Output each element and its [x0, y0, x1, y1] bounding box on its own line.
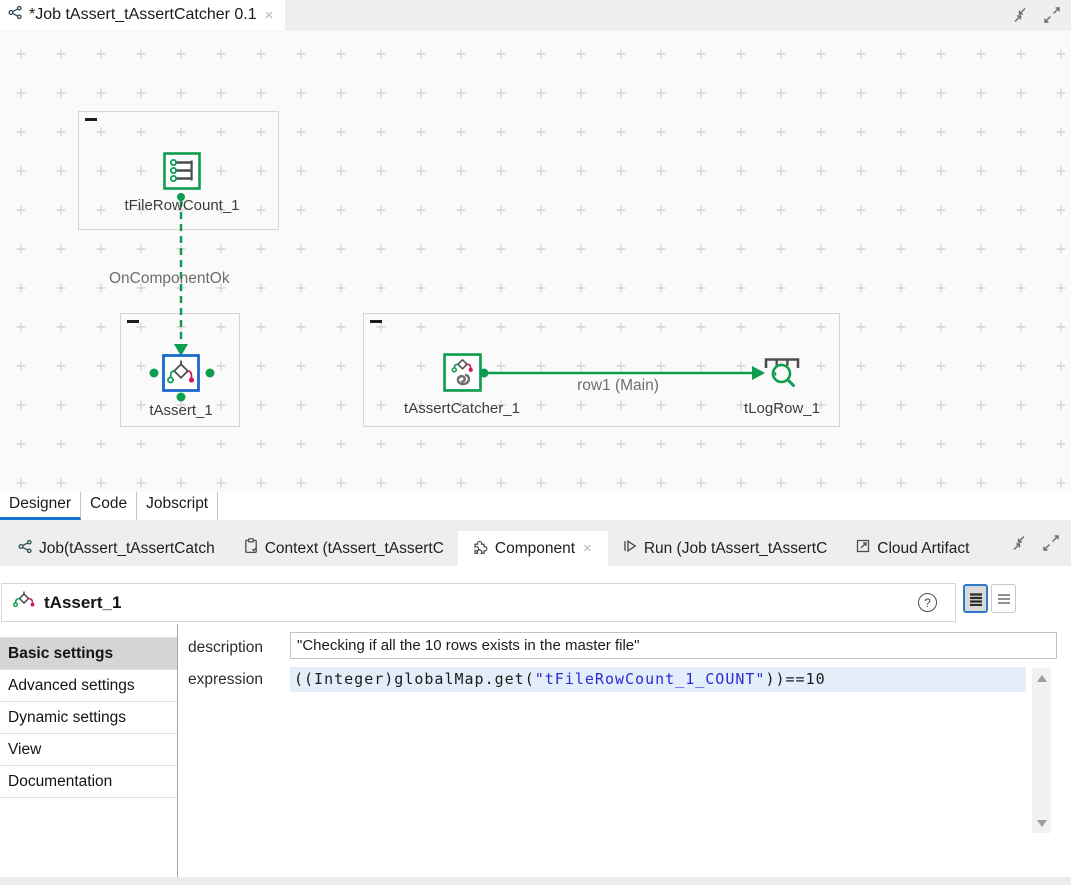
sidebar-divider	[177, 624, 178, 877]
tab-context-label: Context (tAssert_tAssertC	[264, 539, 444, 557]
description-label: description	[188, 639, 263, 656]
tassert-icon	[162, 354, 200, 396]
close-icon[interactable]: ×	[264, 6, 274, 24]
job-icon	[18, 539, 33, 559]
cloud-artifact-icon	[855, 538, 871, 559]
restore-icon[interactable]	[1009, 4, 1031, 26]
group-rect-tfilerowcount	[78, 111, 279, 230]
component-header: tAssert_1 ?	[1, 583, 956, 622]
bottom-strip	[0, 877, 1071, 885]
panel-tabbar: Job(tAssert_tAssertCatch Context (tAsser…	[0, 521, 1071, 566]
scroll-up-arrow[interactable]	[1032, 670, 1051, 686]
link-row1-main[interactable]	[479, 366, 766, 380]
tab-code[interactable]: Code	[81, 492, 138, 520]
node-label-tlogrow[interactable]: tLogRow_1	[744, 400, 820, 417]
sidebar-item-basic-settings[interactable]: Basic settings	[0, 638, 177, 670]
node-label-tassert[interactable]: tAssert_1	[149, 402, 213, 419]
node-label-tassertcatcher[interactable]: tAssertCatcher_1	[404, 400, 520, 417]
link-label-oncomponentok[interactable]: OnComponentOk	[109, 270, 230, 287]
tab-cloud-artifact-label: Cloud Artifact	[877, 539, 970, 557]
tassertcatcher-icon	[443, 353, 482, 396]
maximize-icon[interactable]	[1041, 4, 1063, 26]
sidebar-item-view[interactable]: View	[0, 734, 177, 766]
collapse-handle[interactable]	[127, 320, 139, 323]
link-oncomponentok[interactable]	[174, 193, 188, 356]
layout-vertical-button[interactable]	[963, 584, 988, 613]
tab-component-panel[interactable]: Component ×	[457, 531, 608, 566]
help-icon[interactable]: ?	[918, 593, 937, 612]
close-icon[interactable]: ×	[583, 540, 592, 557]
tab-component-label: Component	[494, 539, 576, 557]
view-tabbar: Designer Code Jobscript	[0, 492, 1071, 521]
layout-horizontal-button[interactable]	[991, 584, 1016, 613]
window-controls	[1009, 4, 1063, 26]
node-label-tfilerowcount[interactable]: tFileRowCount_1	[124, 197, 240, 214]
expression-editor[interactable]: ((Integer)globalMap.get("tFileRowCount_1…	[290, 667, 1026, 692]
sidebar-item-documentation[interactable]: Documentation	[0, 766, 177, 798]
node-tassert[interactable]	[162, 354, 200, 392]
tab-job-label: Job(tAssert_tAssertCatch	[39, 539, 215, 557]
run-icon	[622, 538, 638, 559]
expression-prefix: ((Integer)globalMap.get(	[294, 670, 535, 688]
node-tassertcatcher[interactable]	[443, 353, 482, 392]
sidebar-item-dynamic-settings[interactable]: Dynamic settings	[0, 702, 177, 734]
job-design-canvas[interactable]: tFileRowCount_1 OnComponentOk tAssert_1	[0, 30, 1071, 492]
component-title: tAssert_1	[44, 592, 122, 612]
expression-label: expression	[188, 671, 263, 688]
panel-window-controls	[1009, 533, 1061, 558]
tab-context-panel[interactable]: Context (tAssert_tAssertC	[229, 531, 458, 566]
scroll-down-arrow[interactable]	[1032, 815, 1051, 831]
link-label-row1[interactable]: row1 (Main)	[577, 377, 659, 394]
tab-run-panel[interactable]: Run (Job tAssert_tAssertC	[608, 531, 841, 566]
tab-jobscript[interactable]: Jobscript	[137, 492, 219, 520]
expression-suffix: ))==10	[765, 670, 826, 688]
job-icon	[8, 5, 23, 25]
tab-designer[interactable]: Designer	[0, 492, 82, 520]
tab-run-label: Run (Job tAssert_tAssertC	[643, 539, 828, 557]
maximize-icon[interactable]	[1041, 533, 1061, 558]
node-tfilerowcount[interactable]	[163, 152, 201, 190]
tassert-anchors[interactable]	[149, 368, 215, 402]
expression-scrollbar[interactable]	[1032, 668, 1051, 833]
restore-icon[interactable]	[1009, 533, 1029, 558]
expression-string-literal: "tFileRowCount_1_COUNT"	[534, 670, 766, 688]
canvas-grid	[0, 30, 1071, 492]
group-rect-catcher-flow	[363, 313, 840, 427]
description-input[interactable]	[290, 632, 1057, 659]
settings-sidebar: Basic settings Advanced settings Dynamic…	[0, 637, 177, 798]
collapse-handle[interactable]	[370, 320, 382, 323]
clipboard-icon	[243, 538, 259, 559]
editor-tab-title: *Job tAssert_tAssertCatcher 0.1	[29, 6, 257, 23]
tlogrow-icon	[761, 358, 803, 396]
node-tlogrow[interactable]	[761, 352, 803, 392]
tab-job-panel[interactable]: Job(tAssert_tAssertCatch	[4, 531, 229, 566]
tassert-mini-icon	[12, 590, 36, 615]
puzzle-icon	[472, 538, 489, 560]
tfilerowcount-icon	[163, 152, 201, 194]
tab-cloud-artifact-panel[interactable]: Cloud Artifact	[841, 531, 983, 566]
collapse-handle[interactable]	[85, 118, 97, 121]
editor-tab-job[interactable]: *Job tAssert_tAssertCatcher 0.1 ×	[0, 0, 286, 30]
sidebar-item-advanced-settings[interactable]: Advanced settings	[0, 670, 177, 702]
editor-tabbar: *Job tAssert_tAssertCatcher 0.1 ×	[0, 0, 1071, 30]
